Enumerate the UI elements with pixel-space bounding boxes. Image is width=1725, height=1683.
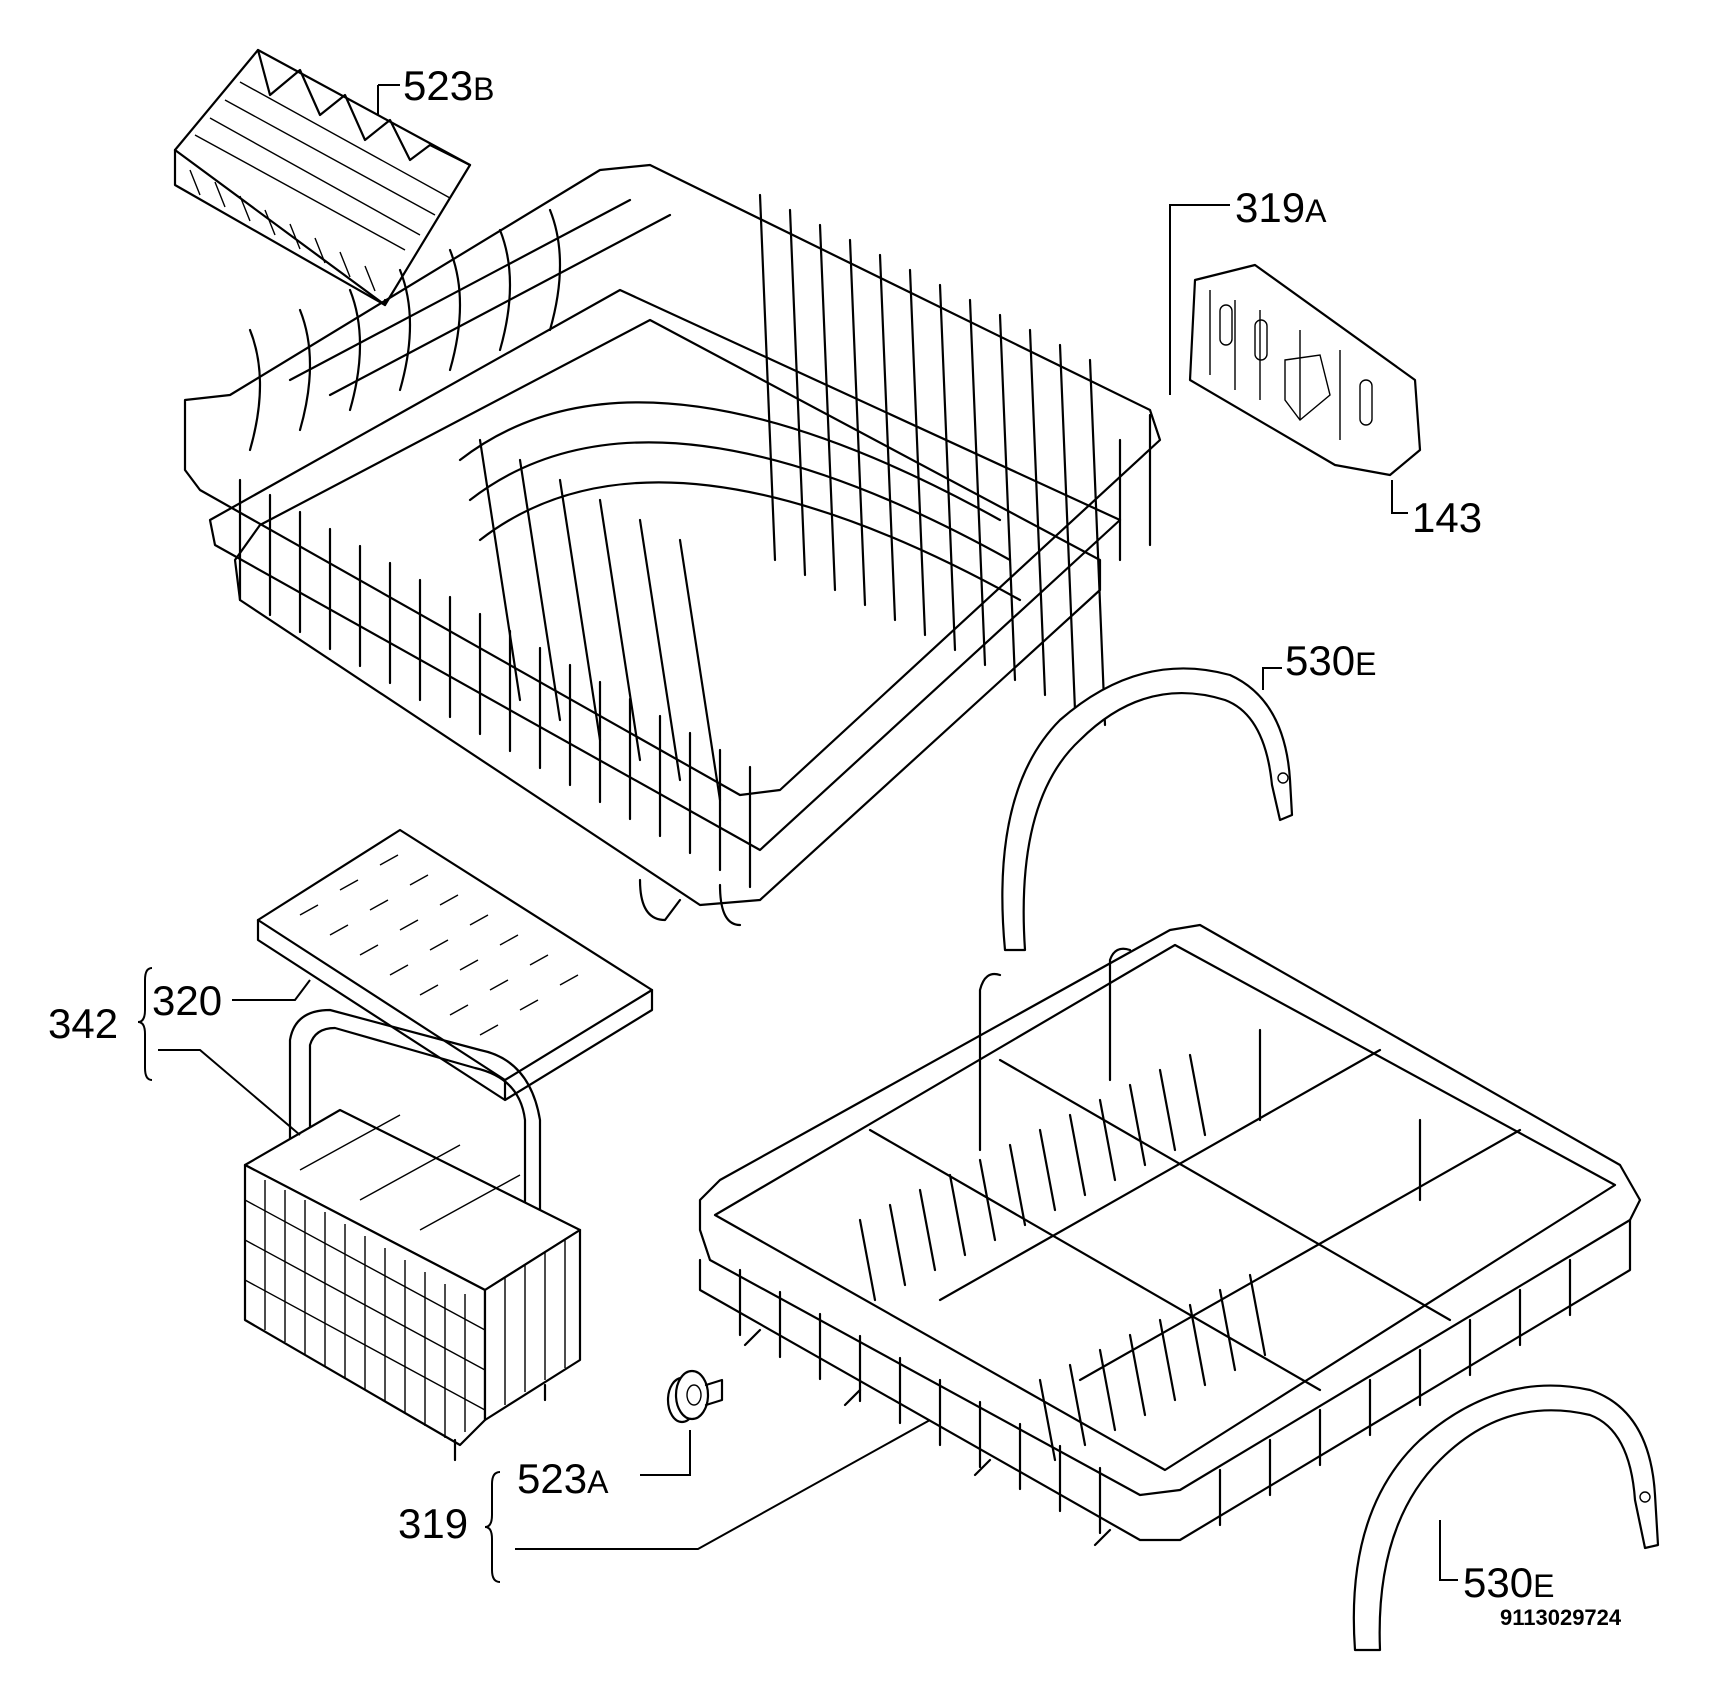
label-suffix: A [1305, 193, 1327, 229]
upper-basket [183, 163, 1162, 927]
label-319: 319 [398, 1503, 468, 1545]
lower-basket [698, 923, 1642, 1547]
label-number: 319 [398, 1500, 469, 1547]
label-number: 530 [1285, 637, 1356, 684]
document-id: 9113029724 [1500, 1605, 1622, 1630]
label-143: 143 [1412, 497, 1482, 539]
label-number: 530 [1463, 1559, 1534, 1606]
label-523b: 523B [403, 65, 494, 107]
label-suffix: E [1355, 646, 1377, 682]
part-523a-wheel [666, 1369, 724, 1424]
label-number: 342 [48, 1000, 119, 1047]
label-number: 320 [152, 977, 223, 1024]
cutlery-basket [243, 1008, 582, 1462]
label-suffix: E [1533, 1568, 1555, 1604]
label-suffix: A [587, 1464, 609, 1500]
part-530e-upper-rail [1001, 667, 1294, 952]
label-number: 319 [1235, 184, 1306, 231]
label-342: 342 [48, 1003, 118, 1045]
label-number: 523 [403, 62, 474, 109]
label-suffix: B [473, 71, 495, 107]
label-320: 320 [152, 980, 222, 1022]
part-319a-rail-bracket [1188, 263, 1422, 477]
label-number: 523 [517, 1455, 588, 1502]
leader-lines [137, 84, 1458, 1583]
part-320-grid-cover [256, 828, 654, 1102]
part-523b-tine-rack [173, 48, 472, 307]
label-523a: 523A [517, 1458, 608, 1500]
part-530e-lower-rail [1352, 1384, 1660, 1652]
label-530e-bottom: 530E [1463, 1562, 1554, 1604]
label-530e-top: 530E [1285, 640, 1376, 682]
label-number: 143 [1412, 494, 1483, 541]
label-319a: 319A [1235, 187, 1326, 229]
